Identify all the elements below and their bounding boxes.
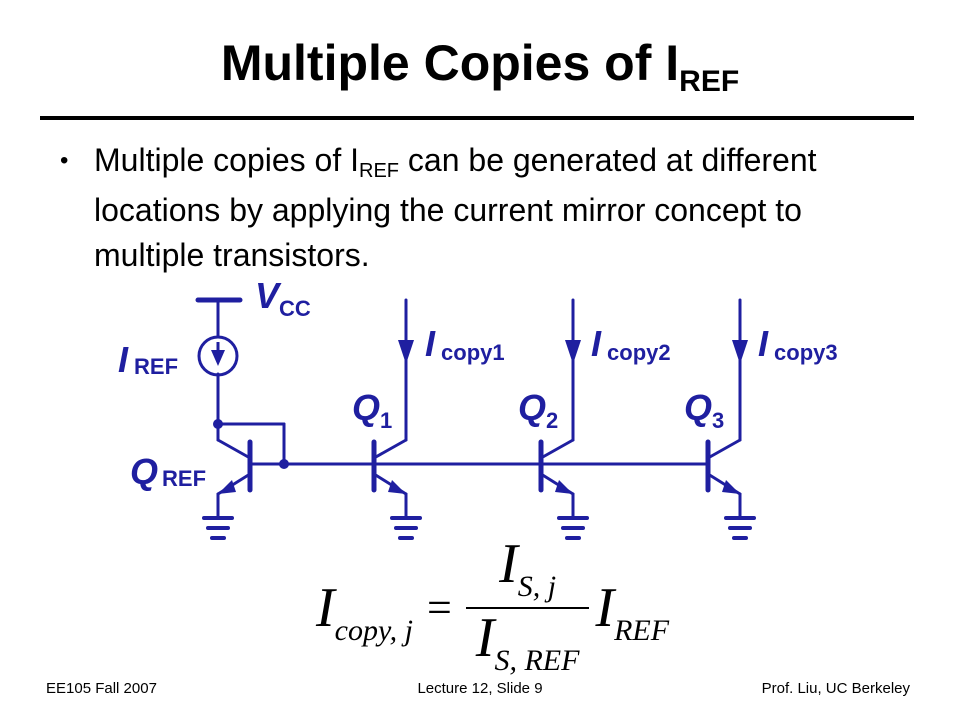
footer-slide-number: Lecture 12, Slide 9 [417, 680, 543, 697]
bullet-point: • Multiple copies of IREF can be generat… [60, 138, 880, 278]
equation-rhs: IREF [595, 576, 670, 647]
icopy2-arrow-icon [565, 340, 581, 364]
q2-label: Q2 [518, 387, 558, 433]
equals-sign: = [426, 583, 452, 632]
bullet-subscript: REF [359, 160, 400, 182]
q1-emitter-arrow-icon [388, 480, 406, 494]
q2-emitter-arrow-icon [555, 480, 573, 494]
ground-icon [724, 516, 756, 540]
ground-icon [390, 516, 422, 540]
bullet-icon: • [60, 147, 69, 174]
copy-current-equation: Icopy, j = IS, j IS, REF IREF [316, 536, 670, 677]
iref-arrow-icon [211, 350, 225, 366]
fraction-bar [465, 606, 590, 609]
q1-label: Q1 [352, 387, 392, 433]
ground-icon [202, 516, 234, 540]
title-divider [40, 116, 914, 120]
title-main: Multiple Copies of I [220, 35, 680, 91]
equation-lhs: Icopy, j [316, 576, 413, 647]
ground-icon [557, 516, 589, 540]
icopy3-arrow-icon [732, 340, 748, 364]
equation-denominator: IS, REF [475, 606, 580, 677]
q3-emitter-arrow-icon [722, 480, 740, 494]
slide-title: Multiple Copies of IREF [0, 35, 960, 99]
title-subscript: REF [679, 65, 740, 98]
vcc-label: VCC [255, 275, 311, 321]
junction-dot [213, 419, 223, 429]
bullet-text: Multiple copies of IREF can be generated… [94, 138, 880, 278]
bullet-text-before: Multiple copies of I [94, 142, 360, 178]
footer-course: EE105 Fall 2007 [46, 680, 157, 697]
footer-author: Prof. Liu, UC Berkeley [761, 680, 910, 697]
bullet-text-after: can be generated at different locations … [94, 142, 817, 273]
equation-numerator: IS, j [499, 532, 557, 603]
q3-label: Q3 [684, 387, 724, 433]
qref-emitter-arrow-icon [218, 480, 236, 494]
junction-dot [279, 459, 289, 469]
icopy1-arrow-icon [398, 340, 414, 364]
equation-fraction: IS, j IS, REF [465, 532, 590, 679]
